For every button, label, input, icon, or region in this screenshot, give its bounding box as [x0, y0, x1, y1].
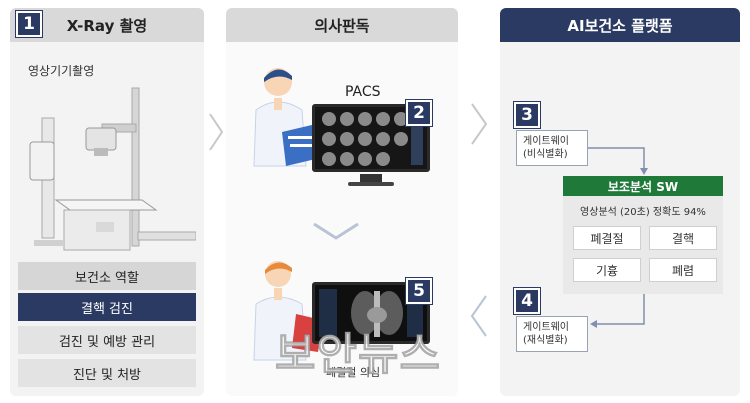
- chest-xray-image: [315, 285, 427, 341]
- disease-pneumothorax: 기흉: [573, 258, 641, 282]
- step-5-badge: 5: [406, 278, 432, 304]
- pacs-label: PACS: [345, 84, 381, 100]
- assist-sw-title: 보조분석 SW: [563, 176, 723, 196]
- doctor-panel-title: 의사판독: [314, 16, 370, 35]
- gateway-reidentify-box: 게이트웨이 (재식별화): [516, 316, 588, 352]
- step-2-badge: 2: [406, 100, 432, 126]
- flow-connector: [588, 147, 648, 175]
- nodule-suspect-label: 폐결절 의심: [326, 366, 381, 379]
- ai-platform-header: AI보건소 플랫폼: [500, 8, 740, 42]
- gateway-top-name: 게이트웨이: [523, 136, 569, 147]
- chevron-right-icon: [471, 103, 488, 145]
- xray-viewer-monitor: [312, 282, 430, 344]
- xray-panel-title: X-Ray 촬영: [66, 16, 148, 35]
- chevron-left-icon: [470, 295, 487, 337]
- roles-header: 보건소 역할: [18, 262, 196, 290]
- disease-tb: 결핵: [649, 226, 717, 250]
- role-prevention: 검진 및 예방 관리: [18, 326, 196, 354]
- disease-pneumonia: 폐렴: [649, 258, 717, 282]
- flow-connector-return: [590, 294, 645, 328]
- step-3-badge: 3: [514, 102, 540, 128]
- doctor-illustration: [253, 68, 320, 167]
- chevron-down-icon: [313, 222, 359, 240]
- analysis-text: 영상분석 (20초) 정확도 94%: [580, 207, 706, 218]
- gateway-deidentify-box: 게이트웨이 (비식별화): [516, 130, 588, 166]
- gateway-bottom-name: 게이트웨이: [523, 322, 569, 333]
- step-1-badge: 1: [16, 11, 42, 37]
- gateway-bottom-note: (재식별화): [523, 335, 568, 346]
- monitor-stand: [360, 174, 382, 182]
- xray-machine-illustration: [29, 87, 196, 251]
- chevron-right-icon: [209, 113, 224, 151]
- role-tb-screening: 결핵 검진: [18, 293, 196, 321]
- watermark-text: 보안뉴스: [275, 329, 441, 381]
- disease-nodule: 폐결절: [573, 226, 641, 250]
- xray-panel-header: X-Ray 촬영: [10, 8, 204, 42]
- role-diagnosis: 진단 및 처방: [18, 359, 196, 387]
- ai-platform-title: AI보건소 플랫폼: [567, 16, 673, 35]
- step-4-badge: 4: [514, 288, 540, 314]
- doctor-panel-header: 의사판독: [226, 8, 458, 42]
- xray-subtitle: 영상기기촬영: [28, 64, 95, 78]
- gateway-top-note: (비식별화): [523, 149, 568, 160]
- monitor-base: [348, 182, 394, 186]
